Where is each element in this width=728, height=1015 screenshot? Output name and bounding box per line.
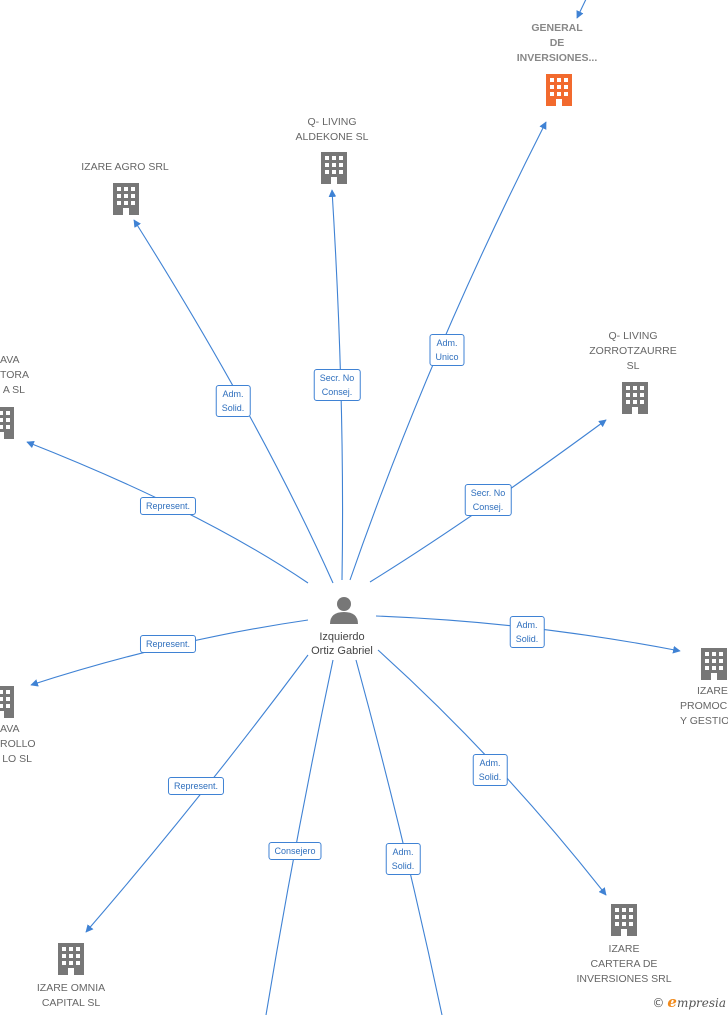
node-label-qliving-aldekone[interactable]: Q- LIVING ALDEKONE SL (295, 116, 369, 143)
node-label-left-mid[interactable]: AVA ROLLO LO SL (0, 723, 36, 765)
edge-label-represent[interactable]: Represent. (167, 777, 225, 795)
edge-label-adm-solid[interactable]: Adm. Solid. (215, 385, 251, 417)
building-icon[interactable] (0, 684, 17, 720)
node-label-izare-cartera[interactable]: IZARE CARTERA DE INVERSIONES SRL (576, 943, 672, 985)
edge-label-secr-no-consej[interactable]: Secr. No Consej. (313, 369, 361, 401)
node-label-left-top[interactable]: AVA TORA A SL (0, 354, 29, 396)
person-label[interactable]: Izquierdo Ortiz Gabriel (311, 631, 373, 657)
node-label-izare-omnia[interactable]: IZARE OMNIA CAPITAL SL (36, 982, 106, 1009)
edge-bottom1 (265, 659, 334, 1015)
node-label-izare-agro[interactable]: IZARE AGRO SRL (81, 161, 169, 173)
edge-label-adm-solid[interactable]: Adm. Solid. (385, 843, 421, 875)
edge-label-consejero[interactable]: Consejero (268, 842, 322, 860)
edge-omnia (85, 654, 309, 933)
edge-label-adm-unico[interactable]: Adm. Unico (429, 334, 465, 366)
building-icon[interactable] (608, 902, 640, 938)
edge-label-secr-no-consej[interactable]: Secr. No Consej. (464, 484, 512, 516)
copyright-icon: © (652, 996, 665, 1010)
building-icon[interactable] (619, 380, 651, 416)
building-icon[interactable] (698, 646, 728, 682)
node-label-qliving-zorrotzaurre[interactable]: Q- LIVING ZORROTZAURRE SL (589, 330, 677, 372)
building-icon[interactable] (55, 941, 87, 977)
building-icon[interactable] (0, 405, 17, 441)
building-icon[interactable] (318, 150, 350, 186)
building-icon[interactable] (543, 72, 575, 108)
edge-label-adm-solid[interactable]: Adm. Solid. (472, 754, 508, 786)
edge-offscreen-top (576, 0, 587, 19)
edge-label-represent[interactable]: Represent. (139, 497, 197, 515)
node-label-general[interactable]: GENERAL DE INVERSIONES... (516, 22, 598, 64)
brand-logo[interactable]: ©empresia (652, 993, 726, 1011)
edge-bottom2 (355, 659, 443, 1015)
person-icon[interactable] (328, 594, 360, 626)
node-label-right-promoc[interactable]: IZARE PROMOC Y GESTIO (680, 685, 728, 727)
building-icon[interactable] (110, 181, 142, 217)
edge-label-represent[interactable]: Represent. (139, 635, 197, 653)
edge-label-adm-solid[interactable]: Adm. Solid. (509, 616, 545, 648)
